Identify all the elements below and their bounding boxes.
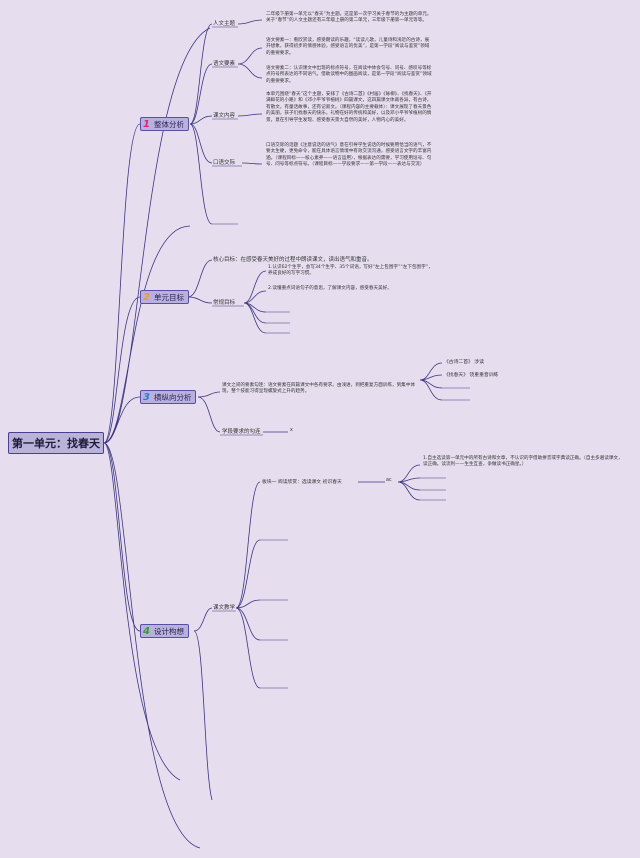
link-note-2a [237, 47, 263, 65]
link-b1-topic-4 [189, 123, 213, 164]
branch-number: 2 [143, 291, 150, 303]
link-note-2b [237, 63, 263, 79]
link-b2-core [187, 259, 213, 298]
branch-label: 整体分析 [153, 119, 184, 129]
stage-leaf[interactable]: x [290, 428, 293, 433]
topic-oral-communication[interactable]: 口语交际 [213, 160, 236, 166]
module-leaf[interactable]: ac [386, 478, 392, 483]
leaf-ancient-poems[interactable]: 《古诗二首》 涉读 [444, 360, 484, 365]
link-root-branch-1 [103, 123, 141, 444]
link-teach-empty-2 [235, 599, 261, 609]
link-teach-empty-3 [235, 607, 261, 641]
note-text-content: 本单元围绕“春天”这个主题，安排了《古诗二首》《村居》《咏柳》、《找春天》、《开… [266, 92, 432, 123]
branch-horizontal-analysis[interactable]: 3 横纵向分析 [140, 390, 197, 404]
note-humanistic-theme: 二年级下册第一单元以“春天”为主题。这是第一次学习关于春节的为主题的单元。关于“… [266, 12, 432, 24]
link-root-extra-4 [103, 442, 181, 781]
link-root-extra-1 [103, 27, 211, 444]
link-ac-empty-1 [397, 477, 421, 483]
link-b1-extra [189, 123, 213, 225]
link-root-extra-3 [103, 442, 201, 849]
root-node[interactable]: 第一单元：找春天 [8, 432, 104, 454]
module-one[interactable]: 板块一 阅读欣赏：选读课文 初识春天 [262, 480, 342, 485]
topic-language-elements[interactable]: 语文要素 [213, 61, 236, 67]
goal-core[interactable]: 核心目标：在感受春天美好的过程中朗读课文，读出语气和重音。 [213, 257, 373, 263]
note-element-one: 语文要素一：看欣赏读，感受朗读的乐趣，“读读儿歌，儿童诗和浅近的古诗，展开想象，… [266, 38, 430, 56]
link-b2-regular [187, 296, 213, 304]
module-one-note: 1.自主选读第一单元中的所有古诗和文章，不认识的字借助拼音或字典读正确。（自主多… [423, 456, 623, 468]
branch-label: 设计构想 [153, 626, 184, 636]
branch-label: 单元目标 [153, 292, 184, 302]
between-texts-link[interactable]: 课文之间的要素勾连：语文要素在四篇课文中各有要求。由浅进，到把重复方面训练，到集… [222, 383, 415, 395]
link-note-1 [237, 19, 263, 25]
goal-item-1: 1.认识62个生字，会写34个生字、35个词语，写好“左上包围字”“左下包围字”… [268, 265, 433, 277]
branch-unit-goals[interactable]: 2 单元目标 [140, 290, 189, 304]
stage-requirement-link[interactable]: 学段要求的勾连 [222, 429, 261, 435]
link-root-branch-4 [103, 442, 141, 632]
link-note-4 [241, 162, 263, 165]
link-root-branch-2 [103, 296, 141, 444]
goal-item-2: 2.读懂重点词语句子的意思，了解课文内容，感受春天美好。 [268, 286, 392, 291]
goal-regular[interactable]: 常规目标 [213, 300, 236, 306]
link-b3-between [197, 391, 221, 398]
link-b3-leaf-4 [419, 379, 443, 401]
link-b4-teaching [193, 607, 213, 632]
branch-overall-analysis[interactable]: 1 整体分析 [140, 117, 189, 131]
link-teach-empty-4 [235, 607, 261, 689]
link-b1-topic-2 [189, 63, 213, 125]
note-oral-communication: 口语交际的话题《注意说话的语气》意在引导学生说话的时候要用恰当的语气，不要太生硬… [266, 143, 432, 168]
note-element-two: 语文要素二：认识课文中出现的标点符号，在阅读中体会句号、问号、感叹号等标点符号所… [266, 66, 432, 84]
link-b1-topic-1 [189, 23, 213, 125]
link-b2-item-2 [243, 290, 267, 304]
topic-text-teaching[interactable]: 课文教学 [213, 605, 236, 611]
branch-label: 横纵向分析 [153, 392, 192, 402]
link-note-3 [237, 113, 263, 117]
topic-text-content[interactable]: 课文内容 [213, 113, 236, 119]
link-b3-stage [197, 396, 221, 433]
leaf-find-spring[interactable]: 《找春天》 饶重重音训练 [444, 373, 499, 378]
branch-number: 4 [143, 625, 150, 637]
link-teach-module [235, 481, 261, 609]
link-b1-topic-3 [189, 115, 213, 125]
link-ac-empty-3 [397, 481, 421, 501]
branch-design[interactable]: 4 设计构想 [140, 624, 189, 638]
link-b4-extra [193, 630, 213, 801]
link-root-extra-2 [103, 225, 191, 444]
link-b2-empty-3 [243, 302, 267, 334]
link-b2-item-1 [243, 270, 267, 304]
topic-humanistic-theme[interactable]: 人文主题 [213, 21, 236, 27]
link-teach-empty-1 [235, 539, 261, 609]
branch-number: 1 [143, 118, 150, 130]
branch-number: 3 [143, 391, 150, 403]
